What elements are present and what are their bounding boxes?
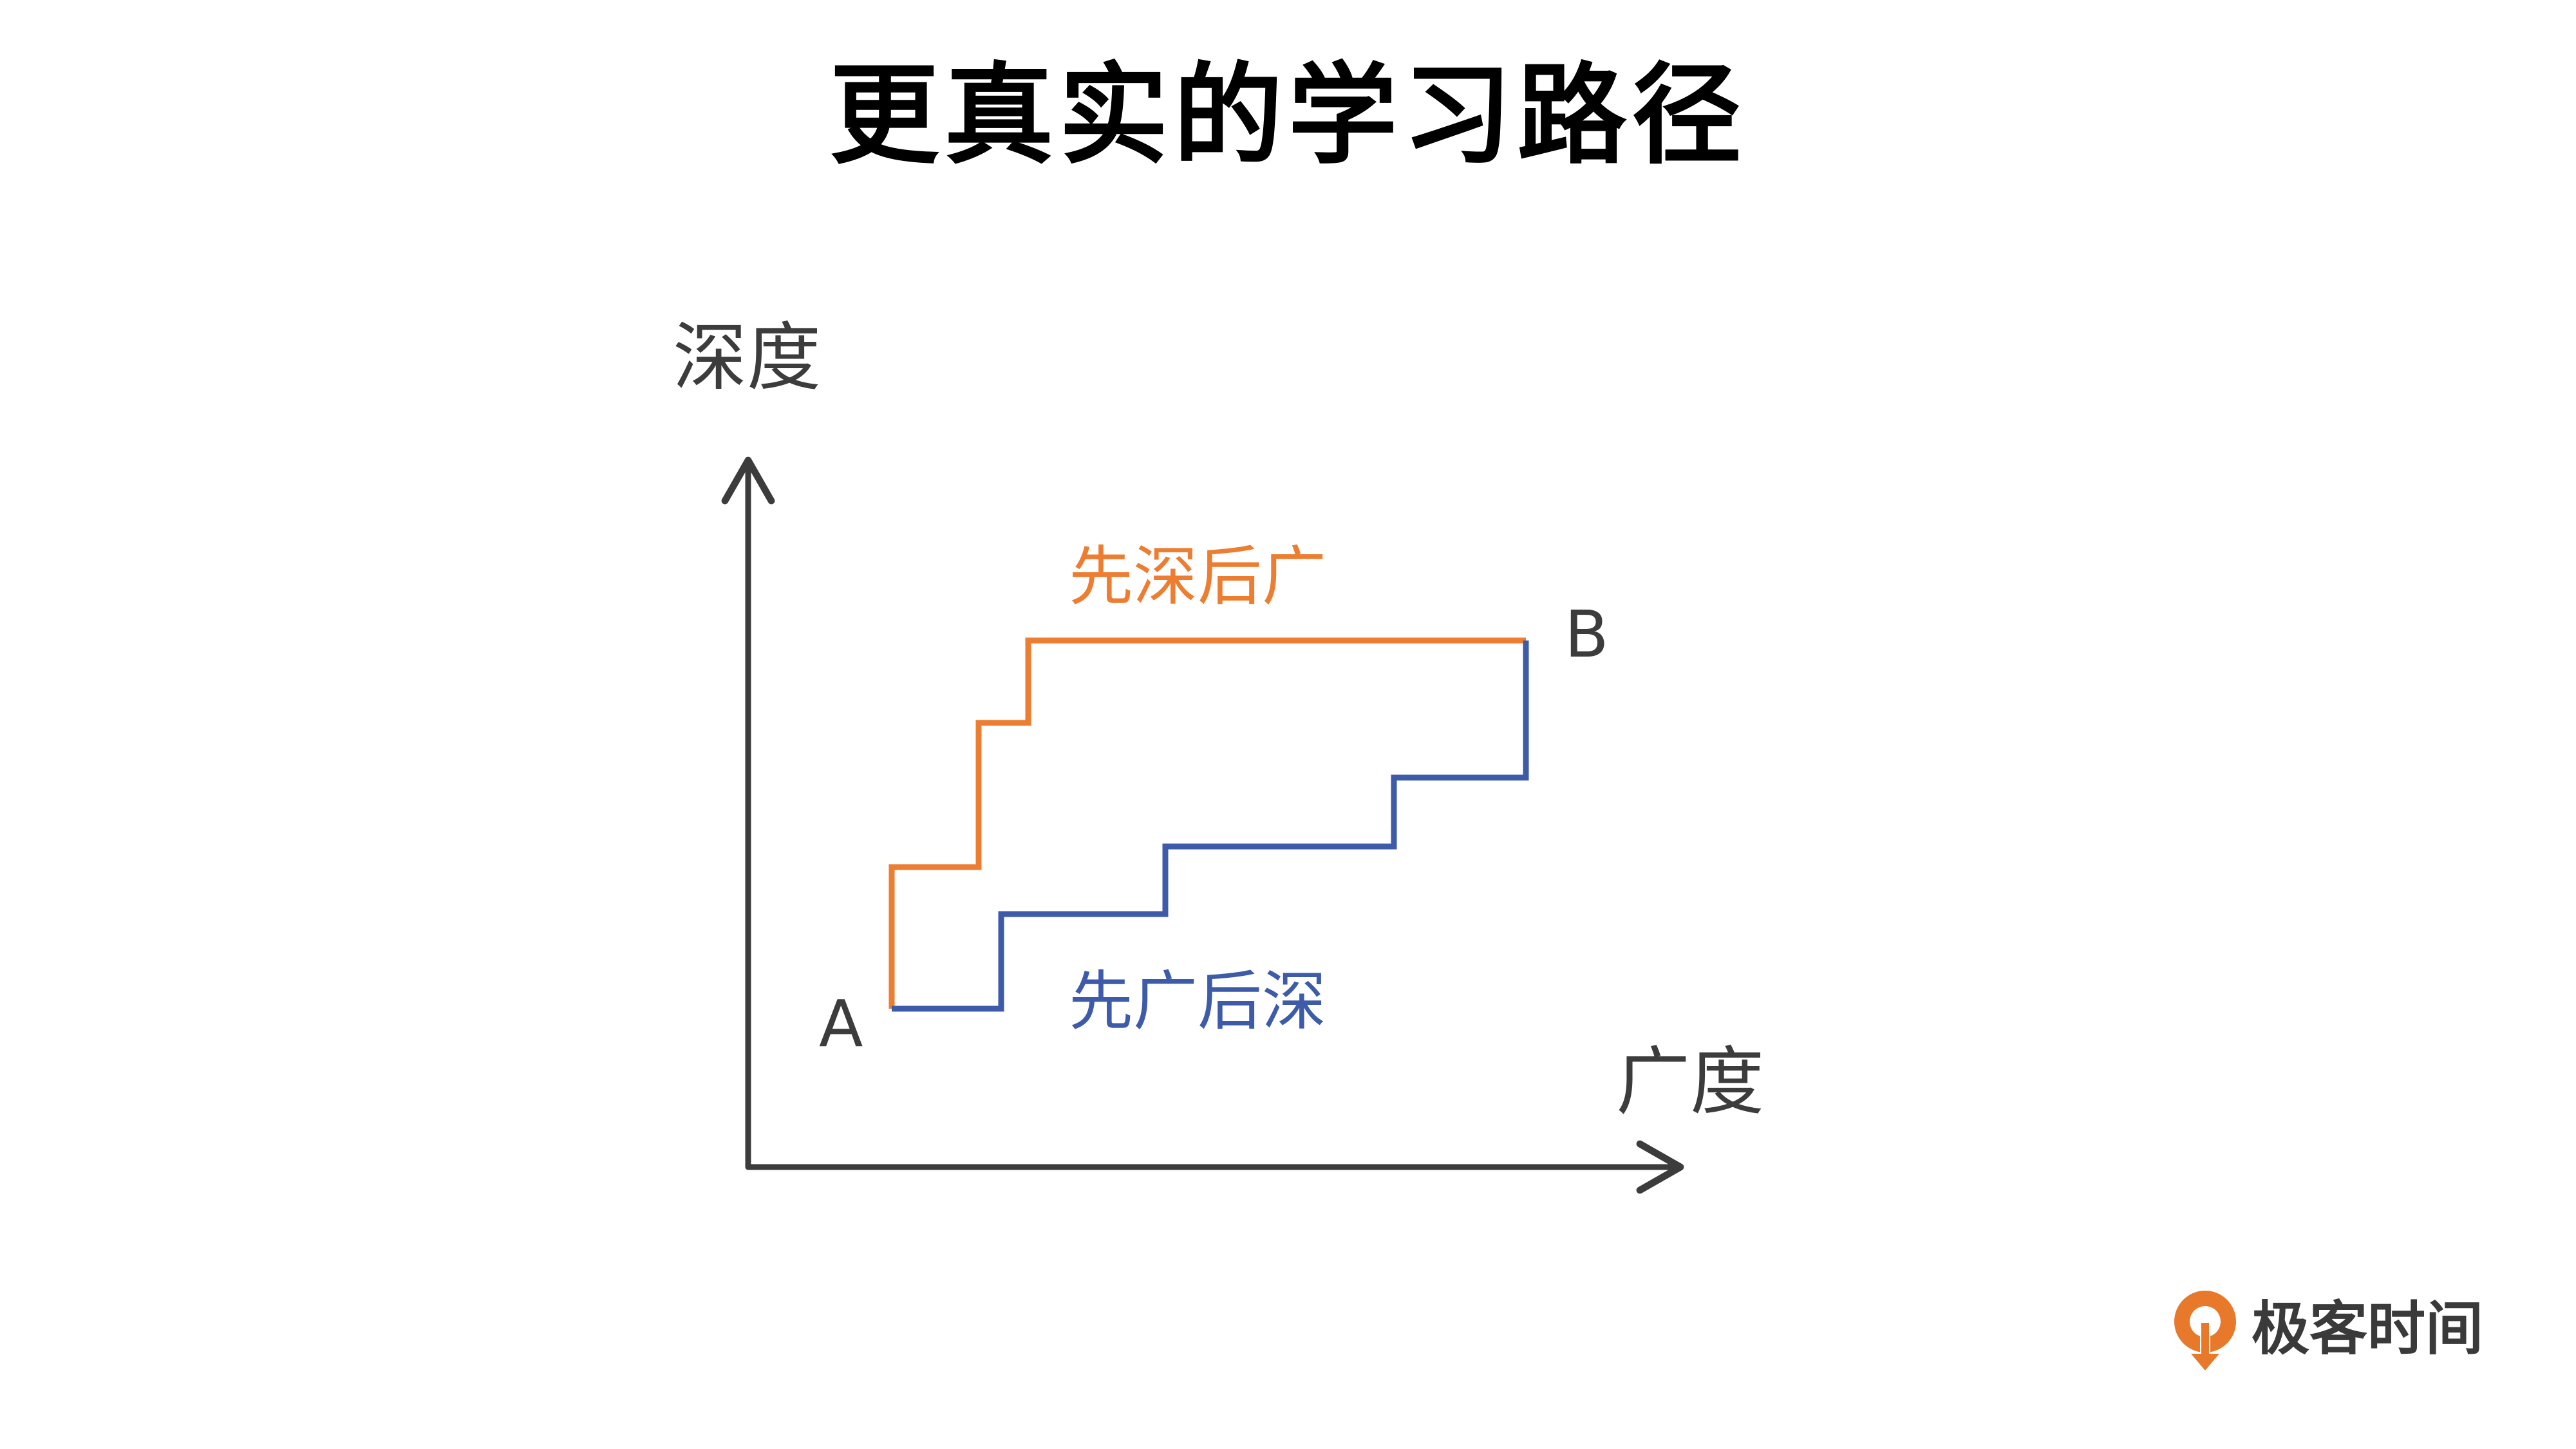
depth-first-path: [888, 637, 1526, 1009]
end-point-label: B: [1565, 597, 1609, 672]
depth-first-label: 先深后广: [1069, 539, 1326, 614]
x-axis-label: 广度: [1616, 1039, 1764, 1125]
breadth-first-path: [892, 640, 1529, 1012]
geektime-logo-icon: [2174, 1291, 2236, 1370]
brand-name: 极客时间: [2252, 1295, 2483, 1363]
breadth-first-label: 先广后深: [1069, 964, 1326, 1039]
start-point-label: A: [819, 986, 863, 1061]
brand: 极客时间: [2167, 1284, 2483, 1374]
page-title: 更真实的学习路径: [829, 52, 1747, 180]
y-axis-label: 深度: [673, 315, 821, 401]
